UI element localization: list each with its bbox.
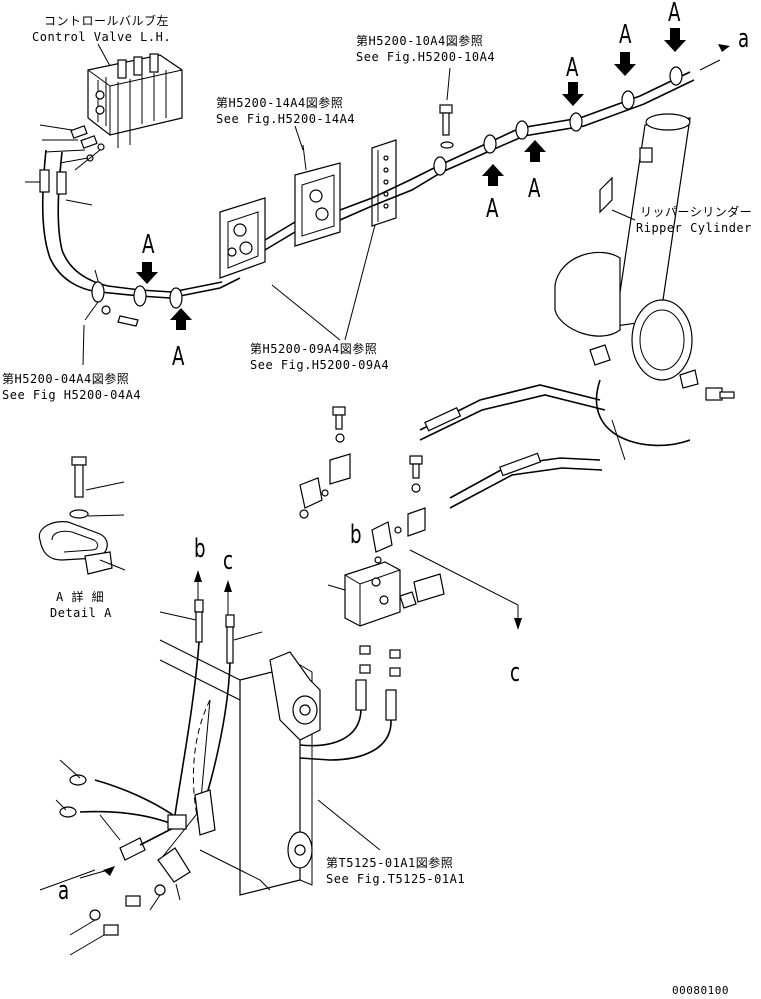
clamps-lower-left	[84, 277, 241, 327]
ripper-cylinder-label-jp: リッパーシリンダー	[640, 205, 753, 219]
ref-04a4-label-jp: 第H5200-04A4図参照	[2, 372, 130, 386]
ref-04a4-label-en: See Fig H5200-04A4	[2, 388, 142, 402]
marker-a-upper-left: A	[142, 230, 155, 260]
detail-a-drawing	[38, 456, 126, 575]
hoses-middle	[419, 384, 606, 509]
ref-14a4-label-jp: 第H5200-14A4図参照	[216, 96, 344, 110]
marker-c-left: c	[223, 546, 234, 576]
ref-10a4-label-jp: 第H5200-10A4図参照	[356, 34, 484, 48]
ref-10a4-label-en: See Fig.H5200-10A4	[356, 50, 496, 64]
hoses-bc	[159, 599, 401, 821]
marker-a-center-right: A	[528, 174, 541, 204]
harness-lower-left	[39, 759, 216, 956]
marker-b-left: b	[194, 534, 206, 564]
ref-09a4-label-jp: 第H5200-09A4図参照	[250, 342, 378, 356]
connector-block-center	[294, 144, 341, 247]
valve-block	[327, 549, 519, 627]
ref-09a4-label-en: See Fig.H5200-09A4	[250, 358, 390, 372]
control-valve-label-en: Control Valve L.H.	[32, 30, 172, 44]
connector-block-left	[219, 197, 266, 279]
marker-a-lower-top-right: a	[738, 24, 750, 54]
marker-a-top-3: A	[668, 0, 681, 28]
frame-plate	[159, 639, 321, 896]
hoses-upper-right	[264, 59, 721, 251]
detail-a-label-jp: A 詳 細	[56, 590, 105, 604]
ref-t5125-label-jp: 第T5125-01A1図参照	[326, 856, 454, 870]
marker-a-top-2: A	[619, 20, 632, 50]
marker-b-center: b	[350, 520, 362, 550]
fittings-center	[299, 406, 426, 564]
arrow-markers	[79, 28, 730, 879]
marker-a-lower-left: A	[172, 342, 185, 372]
marker-a-lower-bottom-left: a	[58, 876, 70, 906]
ref-14a4-label-en: See Fig.H5200-14A4	[216, 112, 356, 126]
reference-leaders	[82, 43, 636, 851]
drawing-number: 00080100	[672, 984, 729, 997]
detail-a-label-en: Detail A	[50, 606, 112, 620]
control-valve	[87, 53, 183, 148]
bracket	[371, 139, 397, 227]
marker-a-center-left: A	[486, 194, 499, 224]
ref-t5125-label-en: See Fig.T5125-01A1	[326, 872, 466, 886]
valve-fittings	[39, 124, 105, 171]
hoses-left	[25, 149, 109, 293]
ripper-cylinder	[554, 113, 735, 461]
marker-a-top-1: A	[566, 53, 579, 83]
ripper-cylinder-label-en: Ripper Cylinder	[636, 221, 752, 235]
control-valve-label-jp: コントロールバルブ左	[44, 14, 170, 28]
marker-c-right: c	[510, 658, 521, 688]
